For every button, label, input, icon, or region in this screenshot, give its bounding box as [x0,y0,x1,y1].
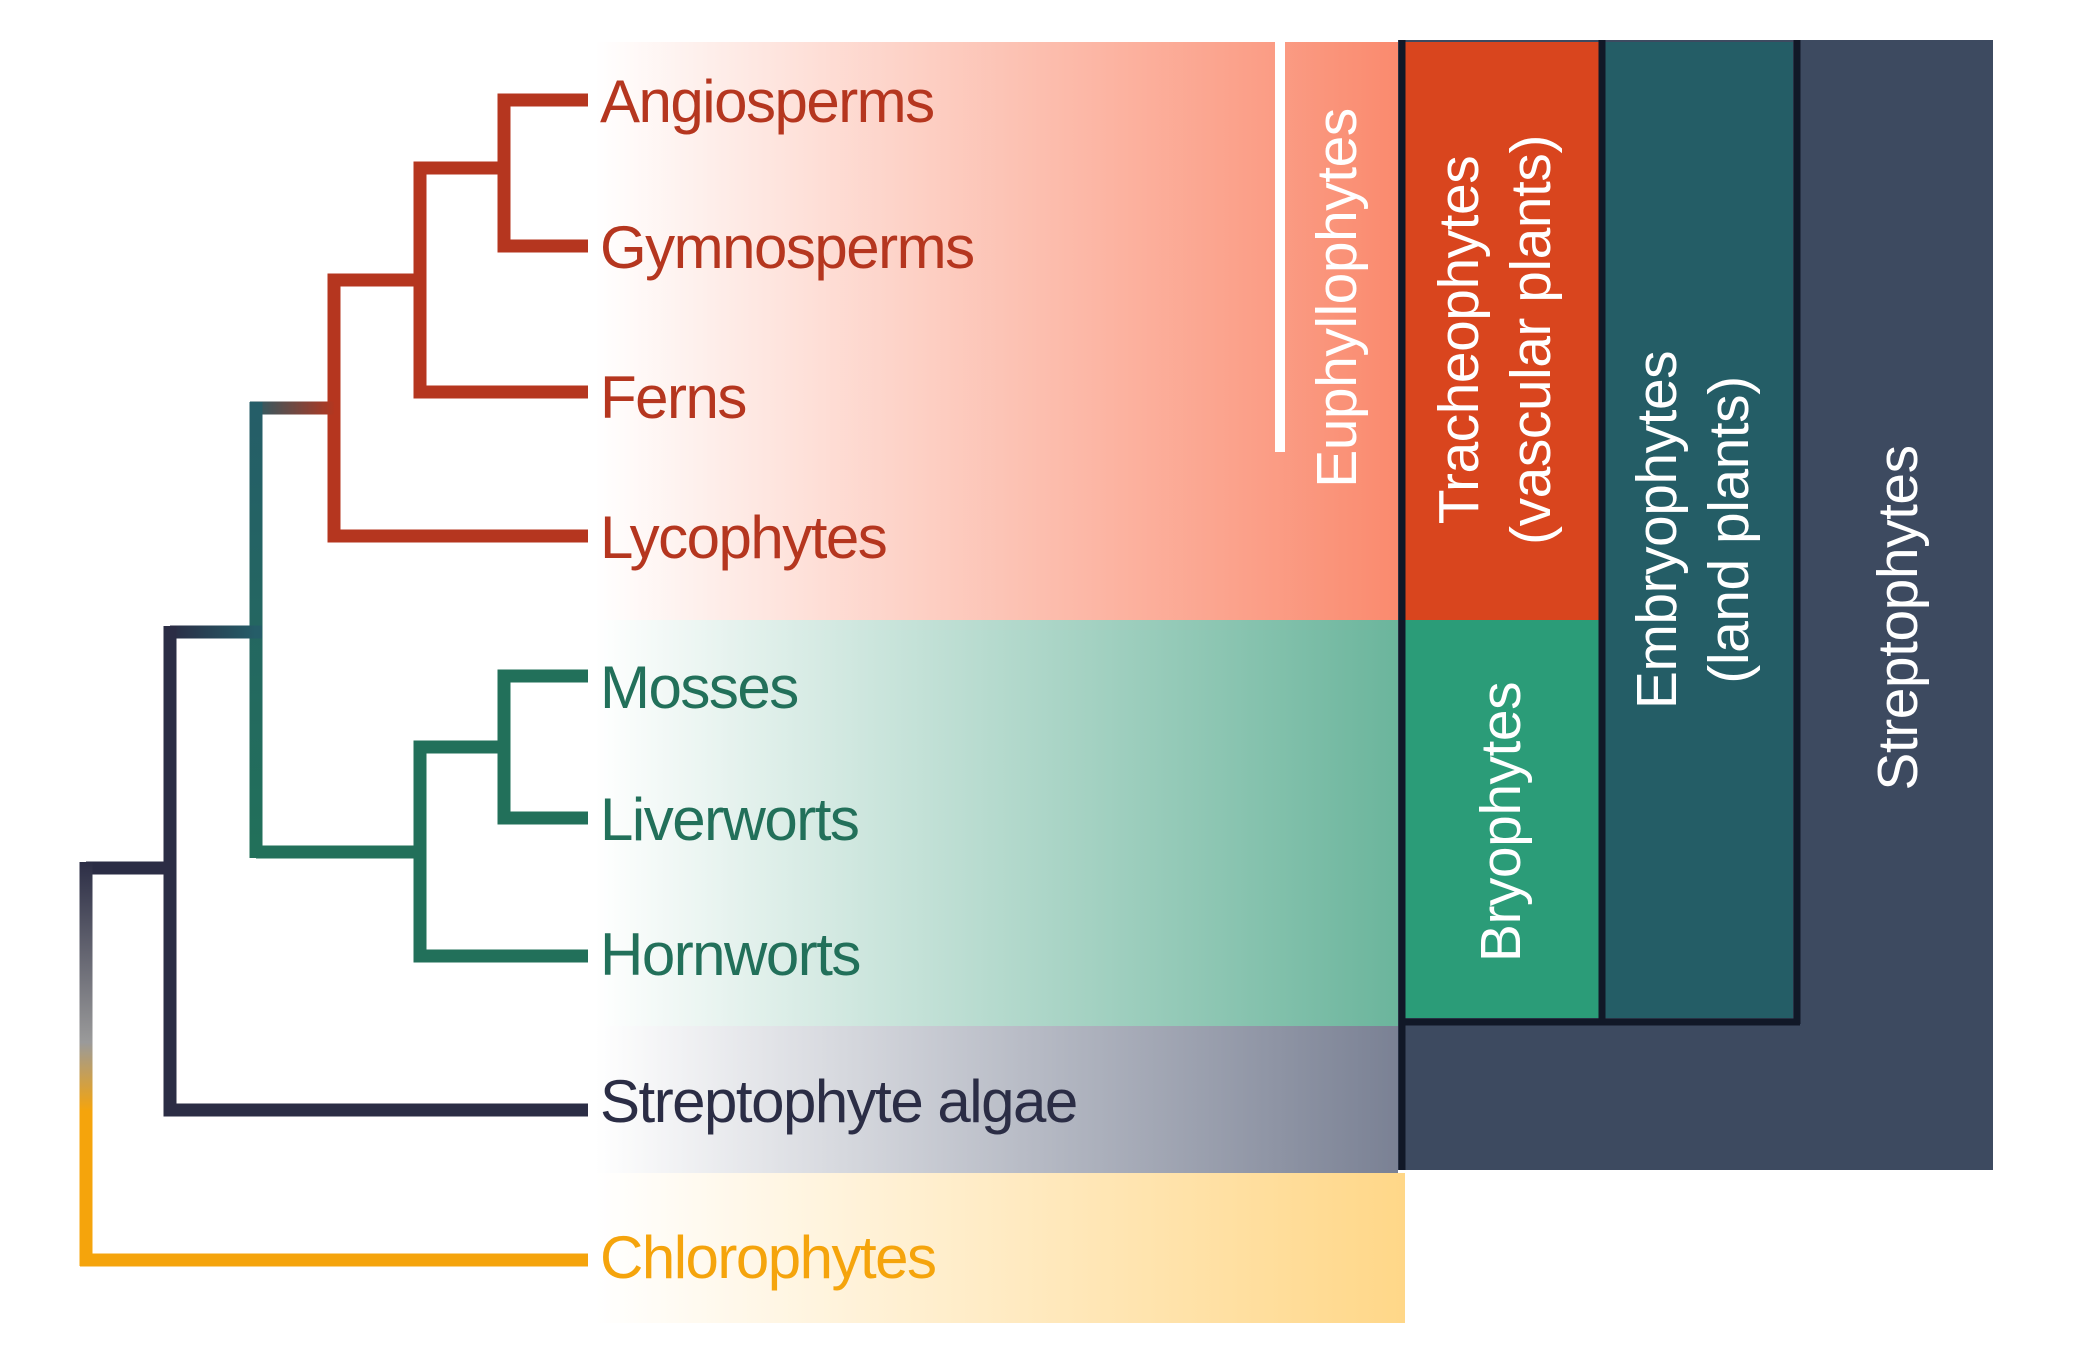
bryophytes-box [1400,620,1600,1018]
phylogenetic-tree [20,93,588,1267]
label-euphyllophytes: Euphyllophytes [1305,108,1369,488]
label-ferns: Ferns [600,364,746,431]
vascular-band [595,42,1398,620]
label-liverworts: Liverworts [600,786,858,853]
label-streptophyte-algae: Streptophyte algae [600,1068,1077,1135]
label-embryophytes-sub: (land plants) [1697,376,1761,683]
label-chlorophytes: Chlorophytes [600,1224,936,1291]
label-streptophytes: Streptophytes [1866,445,1930,790]
group-dividers [1398,40,1801,1170]
tracheophytes-box [1400,42,1600,620]
algae-band [595,1026,1398,1173]
chlorophyte-band [595,1173,1405,1323]
label-mosses: Mosses [600,654,798,721]
label-embryophytes: Embryophytes [1625,351,1689,709]
label-gymnosperms: Gymnosperms [600,214,974,281]
branch-streptophyte-algae [163,626,588,1117]
embryophytes-box [1603,42,1793,1018]
branch-angiosperms-gymnosperms [497,93,588,253]
label-tracheophytes-sub: (vascular plants) [1499,135,1563,545]
branch-euphyllophytes-lycophytes [327,273,588,543]
label-angiosperms: Angiosperms [600,68,934,135]
label-lycophytes: Lycophytes [600,504,886,571]
label-bryophytes: Bryophytes [1469,682,1533,962]
label-hornworts: Hornworts [600,921,860,988]
branch-mosses-liverworts [497,669,588,825]
bryophyte-band [595,620,1398,1026]
label-tracheophytes: Tracheophytes [1427,156,1491,524]
